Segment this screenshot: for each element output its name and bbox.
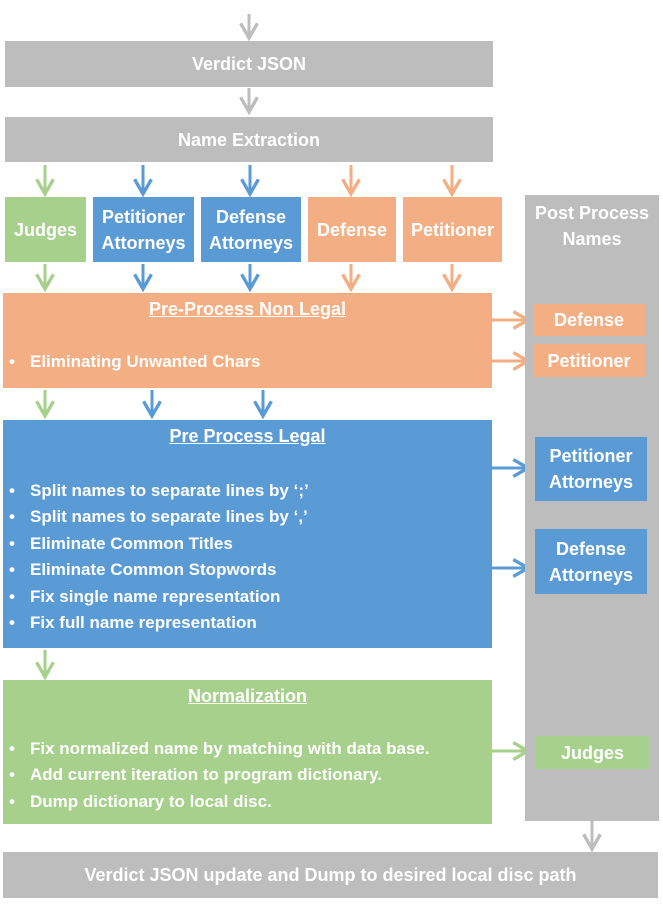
final-dump-label: Verdict JSON update and Dump to desired … xyxy=(84,865,577,885)
pre-process-non-legal-list: Eliminating Unwanted Chars xyxy=(6,349,260,376)
list-item: Eliminate Common Titles xyxy=(6,531,309,558)
list-item: Add current iteration to program diction… xyxy=(6,762,430,789)
list-item: Eliminating Unwanted Chars xyxy=(6,349,260,376)
list-item: Fix full name representation xyxy=(6,610,309,637)
judges-label: Judges xyxy=(13,219,78,240)
post-petitioner-attorneys-box: Petitioner Attorneys xyxy=(535,437,647,501)
post-petitioner-box: Petitioner xyxy=(533,344,645,377)
normalization-title: Normalization xyxy=(187,686,307,706)
list-item: Split names to separate lines by ‘;’ xyxy=(6,478,309,505)
post-judges-label: Judges xyxy=(560,742,625,763)
defense-box: Defense xyxy=(308,197,396,262)
pre-process-legal-box: Pre Process Legal Split names to separat… xyxy=(3,420,492,648)
post-petitioner-attorneys-label: Petitioner Attorneys xyxy=(548,446,633,492)
list-item: Split names to separate lines by ‘,’ xyxy=(6,504,309,531)
post-judges-box: Judges xyxy=(536,736,649,769)
defense-attorneys-box: Defense Attorneys xyxy=(201,197,301,262)
petitioner-attorneys-label: Petitioner Attorneys xyxy=(101,206,186,253)
post-process-column: Post Process Names xyxy=(525,195,659,821)
post-defense-attorneys-label: Defense Attorneys xyxy=(548,538,633,585)
name-extraction-label: Name Extraction xyxy=(177,129,321,150)
petitioner-label: Petitioner xyxy=(410,219,494,240)
petitioner-box: Petitioner xyxy=(403,197,502,262)
defense-label: Defense xyxy=(316,219,388,240)
defense-attorneys-label: Defense Attorneys xyxy=(208,206,293,253)
pre-process-non-legal-title: Pre-Process Non Legal xyxy=(148,299,347,319)
post-petitioner-label: Petitioner xyxy=(547,350,631,371)
post-defense-label: Defense xyxy=(553,310,625,330)
name-extraction-box: Name Extraction xyxy=(5,117,493,162)
list-item: Fix single name representation xyxy=(6,584,309,611)
post-process-title: Post Process Names xyxy=(534,203,650,249)
final-dump-box: Verdict JSON update and Dump to desired … xyxy=(3,852,658,898)
list-item: Dump dictionary to local disc. xyxy=(6,789,430,816)
verdict-json-label: Verdict JSON xyxy=(191,54,307,74)
list-item: Eliminate Common Stopwords xyxy=(6,557,309,584)
normalization-box: Normalization Fix normalized name by mat… xyxy=(3,680,492,824)
normalization-list: Fix normalized name by matching with dat… xyxy=(6,736,430,816)
post-defense-box: Defense xyxy=(533,304,645,336)
verdict-json-box: Verdict JSON xyxy=(5,41,493,87)
pre-process-legal-list: Split names to separate lines by ‘;’ Spl… xyxy=(6,478,309,637)
pre-process-non-legal-box: Pre-Process Non Legal Eliminating Unwant… xyxy=(3,293,492,388)
post-defense-attorneys-box: Defense Attorneys xyxy=(535,529,647,594)
list-item: Fix normalized name by matching with dat… xyxy=(6,736,430,763)
judges-box: Judges xyxy=(5,197,86,262)
pre-process-legal-title: Pre Process Legal xyxy=(169,426,326,446)
petitioner-attorneys-box: Petitioner Attorneys xyxy=(93,197,194,262)
